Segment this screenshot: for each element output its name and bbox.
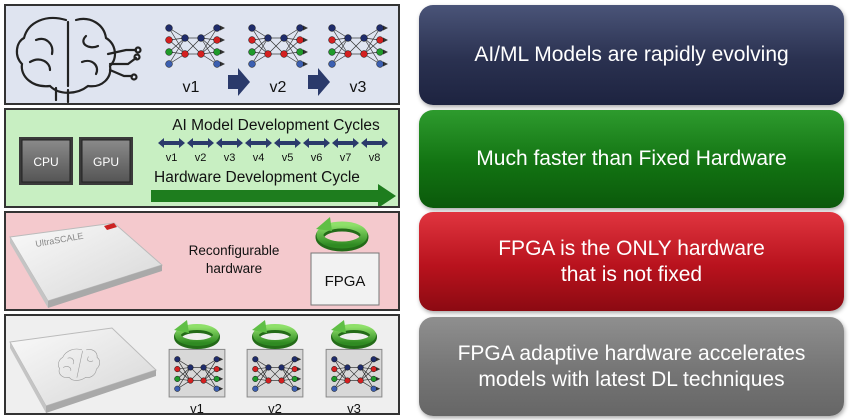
cpu-chip-label: CPU	[33, 155, 58, 169]
panel-development-cycles-graphic: CPU GPU AI Model Development Cycles v1 v2…	[19, 117, 396, 206]
hw-cycle-title: Hardware Development Cycle	[154, 169, 360, 186]
version-label-v3: v3	[350, 79, 367, 96]
reconfigure-cycle-icon	[315, 217, 369, 252]
reconfigure-ring-v1-icon	[174, 320, 220, 349]
banner-faster-than-fixed-line1: Much faster than Fixed Hardware	[476, 147, 787, 170]
reconfig-text-line1: Reconfigurable	[189, 243, 280, 258]
adaptive-net-v3-icon	[325, 348, 383, 398]
panel-adaptive-hardware: v1 v2 v3	[4, 314, 400, 415]
fpga-box-label: FPGA	[325, 273, 366, 290]
neural-net-v3-icon	[328, 24, 388, 68]
banner-faster-than-fixed: Much faster than Fixed Hardware	[419, 110, 844, 208]
banner-fpga-only-not-fixed: FPGA is the ONLY hardware that is not fi…	[419, 212, 844, 311]
ai-cycle-arrow-v7: v7	[332, 138, 359, 164]
ai-cycle-arrow-v6: v6	[303, 138, 330, 164]
panel-models-evolving-graphic: v1 v2 v3	[15, 16, 388, 103]
banner-models-evolving: AI/ML Models are rapidly evolving	[419, 5, 844, 105]
version-label-v2: v2	[270, 79, 287, 96]
ai-cycle-arrow-v2: v2	[187, 138, 214, 164]
adaptive-label-v2: v2	[268, 401, 282, 415]
ai-cycle-label-v1: v1	[166, 152, 178, 164]
reconfig-text-line2: hardware	[206, 261, 262, 276]
gpu-chip-icon: GPU	[79, 137, 133, 185]
evolve-arrow-1	[228, 68, 250, 96]
adaptive-net-v2-icon	[246, 348, 304, 398]
evolve-arrow-2	[308, 68, 330, 96]
fpga-board-brain-icon	[9, 327, 157, 413]
banner-adaptive-accelerates: FPGA adaptive hardware accelerates model…	[419, 317, 844, 416]
banner-fpga-only-line1: FPGA is the ONLY hardware	[498, 236, 765, 260]
ai-cycle-arrow-v4: v4	[245, 138, 272, 164]
neural-net-v2-icon	[248, 24, 308, 68]
neural-net-v1-icon	[165, 24, 225, 68]
reconfigure-ring-v2-icon	[252, 320, 298, 349]
ai-cycle-label-v6: v6	[311, 152, 323, 164]
gpu-chip-label: GPU	[93, 155, 119, 169]
adaptive-net-v1-icon	[168, 348, 226, 398]
panel-models-evolving: v1 v2 v3	[4, 4, 400, 105]
ai-cycle-label-v2: v2	[195, 152, 207, 164]
ai-cycles-title: AI Model Development Cycles	[172, 117, 380, 134]
ai-cycle-label-v8: v8	[369, 152, 381, 164]
banner-adaptive-line2: models with latest DL techniques	[478, 367, 785, 391]
ai-cycle-label-v4: v4	[253, 152, 265, 164]
panel-development-cycles: CPU GPU AI Model Development Cycles v1 v2…	[4, 108, 400, 208]
hardware-cycle-arrow	[151, 184, 396, 206]
cpu-chip-icon: CPU	[19, 137, 73, 185]
panel-adaptive-graphic: v1 v2 v3	[9, 320, 383, 415]
ai-cycle-label-v7: v7	[340, 152, 352, 164]
banner-adaptive-line1: FPGA adaptive hardware accelerates	[457, 341, 806, 365]
ai-cycle-arrow-v1: v1	[158, 138, 185, 164]
reconfigure-ring-v3-icon	[331, 320, 377, 349]
adaptive-label-v1: v1	[190, 401, 204, 415]
fpga-board-icon: UltraSCALE	[9, 222, 163, 308]
banner-fpga-only-line2: that is not fixed	[560, 262, 703, 286]
ai-cycle-arrow-v8: v8	[361, 138, 388, 164]
panel-reconfigurable: UltraSCALE Reconfigurable hardware FPGA	[4, 211, 400, 311]
version-label-v1: v1	[183, 79, 200, 96]
banner-models-evolving-line1: AI/ML Models are rapidly evolving	[474, 43, 789, 66]
ai-cycle-arrow-v3: v3	[216, 138, 243, 164]
ai-cycle-label-v5: v5	[282, 152, 294, 164]
brain-icon	[15, 16, 142, 103]
ai-cycle-label-v3: v3	[224, 152, 236, 164]
panel-reconfigurable-graphic: UltraSCALE Reconfigurable hardware FPGA	[9, 217, 380, 308]
ai-cycle-arrow-v5: v5	[274, 138, 301, 164]
fpga-box: FPGA	[310, 252, 380, 306]
adaptive-label-v3: v3	[347, 401, 361, 415]
